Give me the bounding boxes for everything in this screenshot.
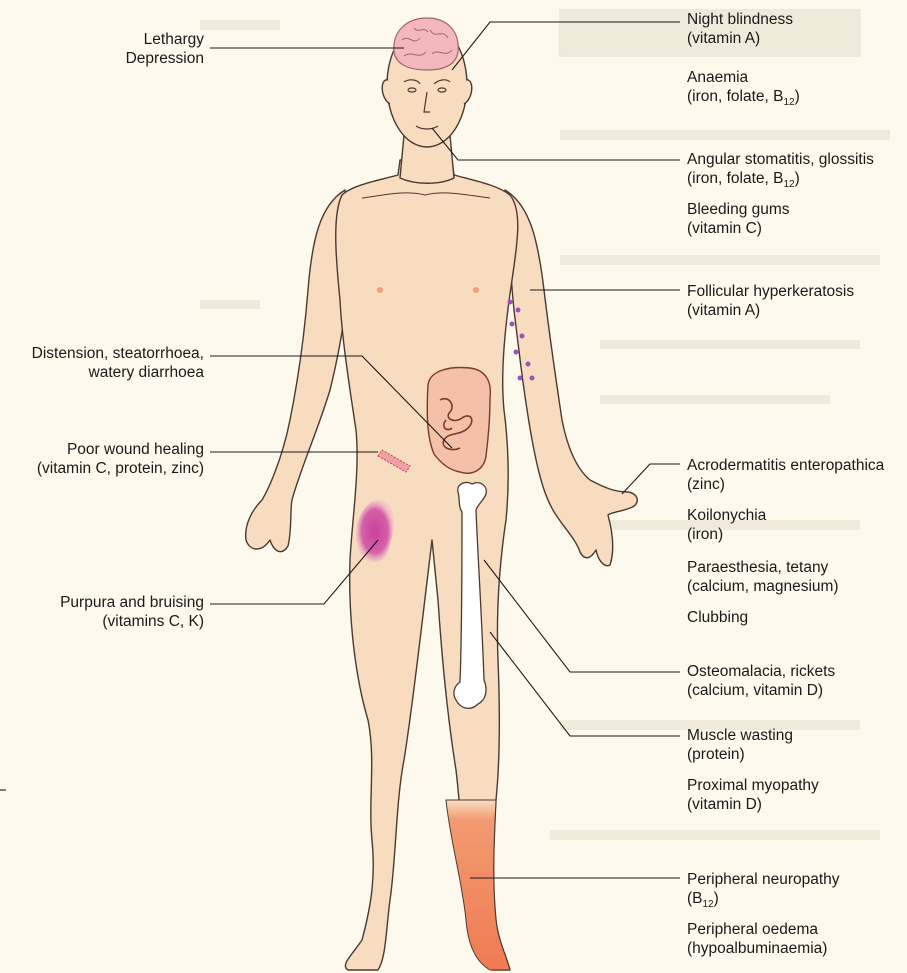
neuro-text: Peripheral neuropathy [687, 870, 840, 889]
oedema-leg-shading [446, 800, 510, 970]
label-paraesthesia: Paraesthesia, tetany (calcium, magnesium… [687, 558, 839, 596]
label-peripheral-oedema: Peripheral oedema (hypoalbuminaemia) [687, 920, 827, 958]
angular-text: Angular stomatitis, glossitis [687, 150, 874, 169]
leader-acro [622, 464, 680, 494]
left-arm [505, 190, 637, 566]
label-muscle-wasting: Muscle wasting (protein) [687, 726, 793, 764]
koil-cause-text: (iron) [687, 525, 766, 544]
acro-cause-text: (zinc) [687, 475, 884, 494]
follicular-cause-text: (vitamin A) [687, 301, 854, 320]
depression-text: Depression [126, 49, 204, 68]
leader-osteo [484, 560, 680, 672]
label-lethargy: Lethargy Depression [126, 30, 204, 68]
label-angular-stomatitis: Angular stomatitis, glossitis (iron, fol… [687, 150, 874, 188]
label-wound: Poor wound healing (vitamin C, protein, … [37, 440, 204, 478]
oedema-text: Peripheral oedema [687, 920, 827, 939]
intestine-icon [427, 368, 490, 474]
angular-cause-text: (iron, folate, B12) [687, 169, 874, 188]
label-osteomalacia: Osteomalacia, rickets (calcium, vitamin … [687, 662, 835, 700]
myopathy-cause-text: (vitamin D) [687, 795, 819, 814]
koil-text: Koilonychia [687, 506, 766, 525]
anaemia-cause-text: (iron, folate, B12) [687, 87, 800, 106]
nipple-mark [473, 287, 479, 293]
gums-cause-text: (vitamin C) [687, 219, 790, 238]
gums-text: Bleeding gums [687, 200, 790, 219]
label-anaemia: Anaemia (iron, folate, B12) [687, 68, 800, 106]
muscle-cause-text: (protein) [687, 745, 793, 764]
acro-text: Acrodermatitis enteropathica [687, 456, 884, 475]
label-acrodermatitis: Acrodermatitis enteropathica (zinc) [687, 456, 884, 494]
label-bleeding-gums: Bleeding gums (vitamin C) [687, 200, 790, 238]
myopathy-text: Proximal myopathy [687, 776, 819, 795]
osteo-cause-text: (calcium, vitamin D) [687, 681, 835, 700]
diarrhoea-text: watery diarrhoea [32, 363, 204, 382]
brain-icon [394, 18, 458, 70]
follicular-text: Follicular hyperkeratosis [687, 282, 854, 301]
human-figure [246, 23, 638, 970]
osteo-text: Osteomalacia, rickets [687, 662, 835, 681]
label-peripheral-neuropathy: Peripheral neuropathy (B12) [687, 870, 840, 908]
wound-text: Poor wound healing [37, 440, 204, 459]
neuro-cause-text: (B12) [687, 889, 840, 908]
label-proximal-myopathy: Proximal myopathy (vitamin D) [687, 776, 819, 814]
oedema-cause-text: (hypoalbuminaemia) [687, 939, 827, 958]
clubbing-text: Clubbing [687, 608, 748, 627]
nipple-mark [377, 287, 383, 293]
anaemia-text: Anaemia [687, 68, 800, 87]
purpura-cause-text: (vitamins C, K) [60, 612, 204, 631]
wound-cause-text: (vitamin C, protein, zinc) [37, 459, 204, 478]
paraes-text: Paraesthesia, tetany [687, 558, 839, 577]
paraes-cause-text: (calcium, magnesium) [687, 577, 839, 596]
night-text: Night blindness [687, 10, 793, 29]
distension-text: Distension, steatorrhoea, [32, 344, 204, 363]
label-koilonychia: Koilonychia (iron) [687, 506, 766, 544]
label-follicular: Follicular hyperkeratosis (vitamin A) [687, 282, 854, 320]
lethargy-text: Lethargy [126, 30, 204, 49]
label-distension: Distension, steatorrhoea, watery diarrho… [32, 344, 204, 382]
label-night-blindness: Night blindness (vitamin A) [687, 10, 793, 48]
purpura-text: Purpura and bruising [60, 593, 204, 612]
label-clubbing: Clubbing [687, 608, 748, 627]
night-cause-text: (vitamin A) [687, 29, 793, 48]
muscle-text: Muscle wasting [687, 726, 793, 745]
label-purpura: Purpura and bruising (vitamins C, K) [60, 593, 204, 631]
